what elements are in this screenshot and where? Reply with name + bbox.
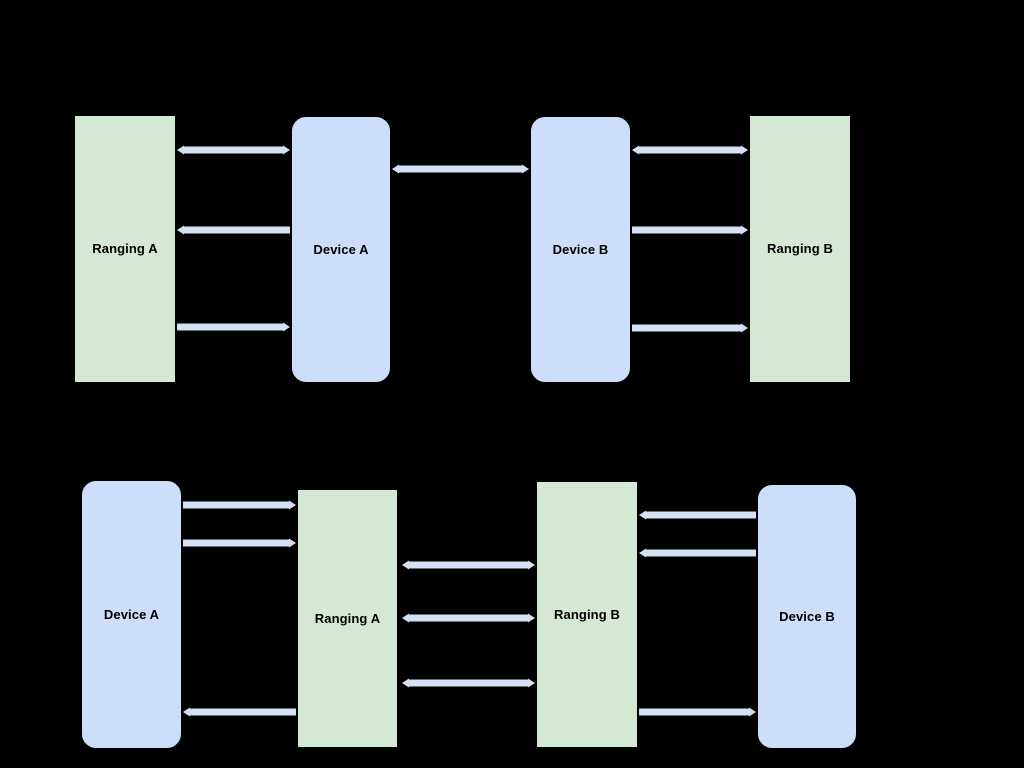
node-top-device-b[interactable]: Device B: [531, 117, 630, 382]
arrowhead-right-icon: [528, 613, 535, 623]
edge-device-b-to-ranging-b-right-lower: [632, 323, 748, 333]
edge-ranging-a-to-ranging-b-bidir-bottom: [402, 678, 535, 688]
edge-shaft: [646, 549, 756, 557]
arrowhead-right-icon: [749, 707, 756, 717]
node-label: Device A: [103, 606, 160, 622]
node-label: Device A: [313, 241, 369, 257]
edge-shaft: [184, 226, 290, 234]
edge-ranging-a-to-device-a-bidirectional: [177, 145, 290, 155]
arrowhead-left-icon: [639, 548, 646, 558]
node-label: Ranging B: [767, 241, 833, 257]
node-label: Device B: [552, 241, 609, 257]
arrowhead-left-icon: [177, 145, 184, 155]
edge-ranging-b-to-device-b-right: [639, 707, 756, 717]
node-label: Ranging A: [92, 241, 158, 257]
node-bot-device-b[interactable]: Device B: [758, 485, 856, 748]
edge-shaft: [190, 708, 296, 716]
arrowhead-left-icon: [183, 707, 190, 717]
node-label: Device B: [779, 608, 835, 624]
node-bot-device-a[interactable]: Device A: [82, 481, 181, 748]
arrowhead-right-icon: [741, 145, 748, 155]
node-label: Ranging B: [554, 606, 620, 622]
edge-ranging-a-to-ranging-b-bidir-middle: [402, 613, 535, 623]
node-label: Ranging A: [314, 610, 381, 626]
edge-shaft: [632, 226, 741, 234]
edge-ranging-a-to-ranging-b-bidir-top: [402, 560, 535, 570]
arrowhead-left-icon: [402, 613, 409, 623]
node-bot-ranging-a[interactable]: Ranging A: [298, 490, 397, 747]
edge-shaft: [639, 708, 749, 716]
arrowhead-left-icon: [392, 164, 399, 174]
arrowhead-right-icon: [522, 164, 529, 174]
edge-device-b-to-ranging-b-right-upper: [632, 225, 748, 235]
edge-device-b-to-ranging-b-bidirectional: [632, 145, 748, 155]
arrowhead-right-icon: [283, 145, 290, 155]
arrowhead-right-icon: [528, 678, 535, 688]
arrowhead-right-icon: [528, 560, 535, 570]
arrowhead-right-icon: [289, 500, 296, 510]
edge-shaft: [399, 165, 522, 173]
node-top-device-a[interactable]: Device A: [292, 117, 390, 382]
edge-shaft: [632, 324, 741, 332]
edge-shaft: [409, 561, 528, 569]
edge-ranging-a-to-device-a-left: [183, 707, 296, 717]
arrowhead-right-icon: [283, 322, 290, 332]
edge-shaft: [177, 323, 283, 331]
arrowhead-left-icon: [402, 678, 409, 688]
arrowhead-right-icon: [741, 323, 748, 333]
edge-shaft: [184, 146, 283, 154]
arrowhead-left-icon: [632, 145, 639, 155]
edge-device-b-to-ranging-b-left-lower: [639, 548, 756, 558]
edge-device-a-to-ranging-a-right-upper: [183, 500, 296, 510]
edge-shaft: [646, 511, 756, 519]
node-top-ranging-a[interactable]: Ranging A: [75, 116, 175, 382]
edge-shaft: [183, 539, 289, 547]
arrowhead-right-icon: [741, 225, 748, 235]
edge-device-a-to-ranging-a-right-lower: [183, 538, 296, 548]
edge-ranging-a-to-device-a-right: [177, 322, 290, 332]
edge-shaft: [409, 614, 528, 622]
arrowhead-left-icon: [177, 225, 184, 235]
edge-shaft: [409, 679, 528, 687]
edge-device-b-to-ranging-b-left-upper: [639, 510, 756, 520]
arrowhead-left-icon: [402, 560, 409, 570]
edge-shaft: [183, 501, 289, 509]
arrowhead-left-icon: [639, 510, 646, 520]
edge-device-a-to-device-b-bidirectional: [392, 164, 529, 174]
edge-shaft: [639, 146, 741, 154]
edge-device-a-to-ranging-a-left: [177, 225, 290, 235]
arrowhead-right-icon: [289, 538, 296, 548]
node-bot-ranging-b[interactable]: Ranging B: [537, 482, 637, 747]
node-top-ranging-b[interactable]: Ranging B: [750, 116, 850, 382]
